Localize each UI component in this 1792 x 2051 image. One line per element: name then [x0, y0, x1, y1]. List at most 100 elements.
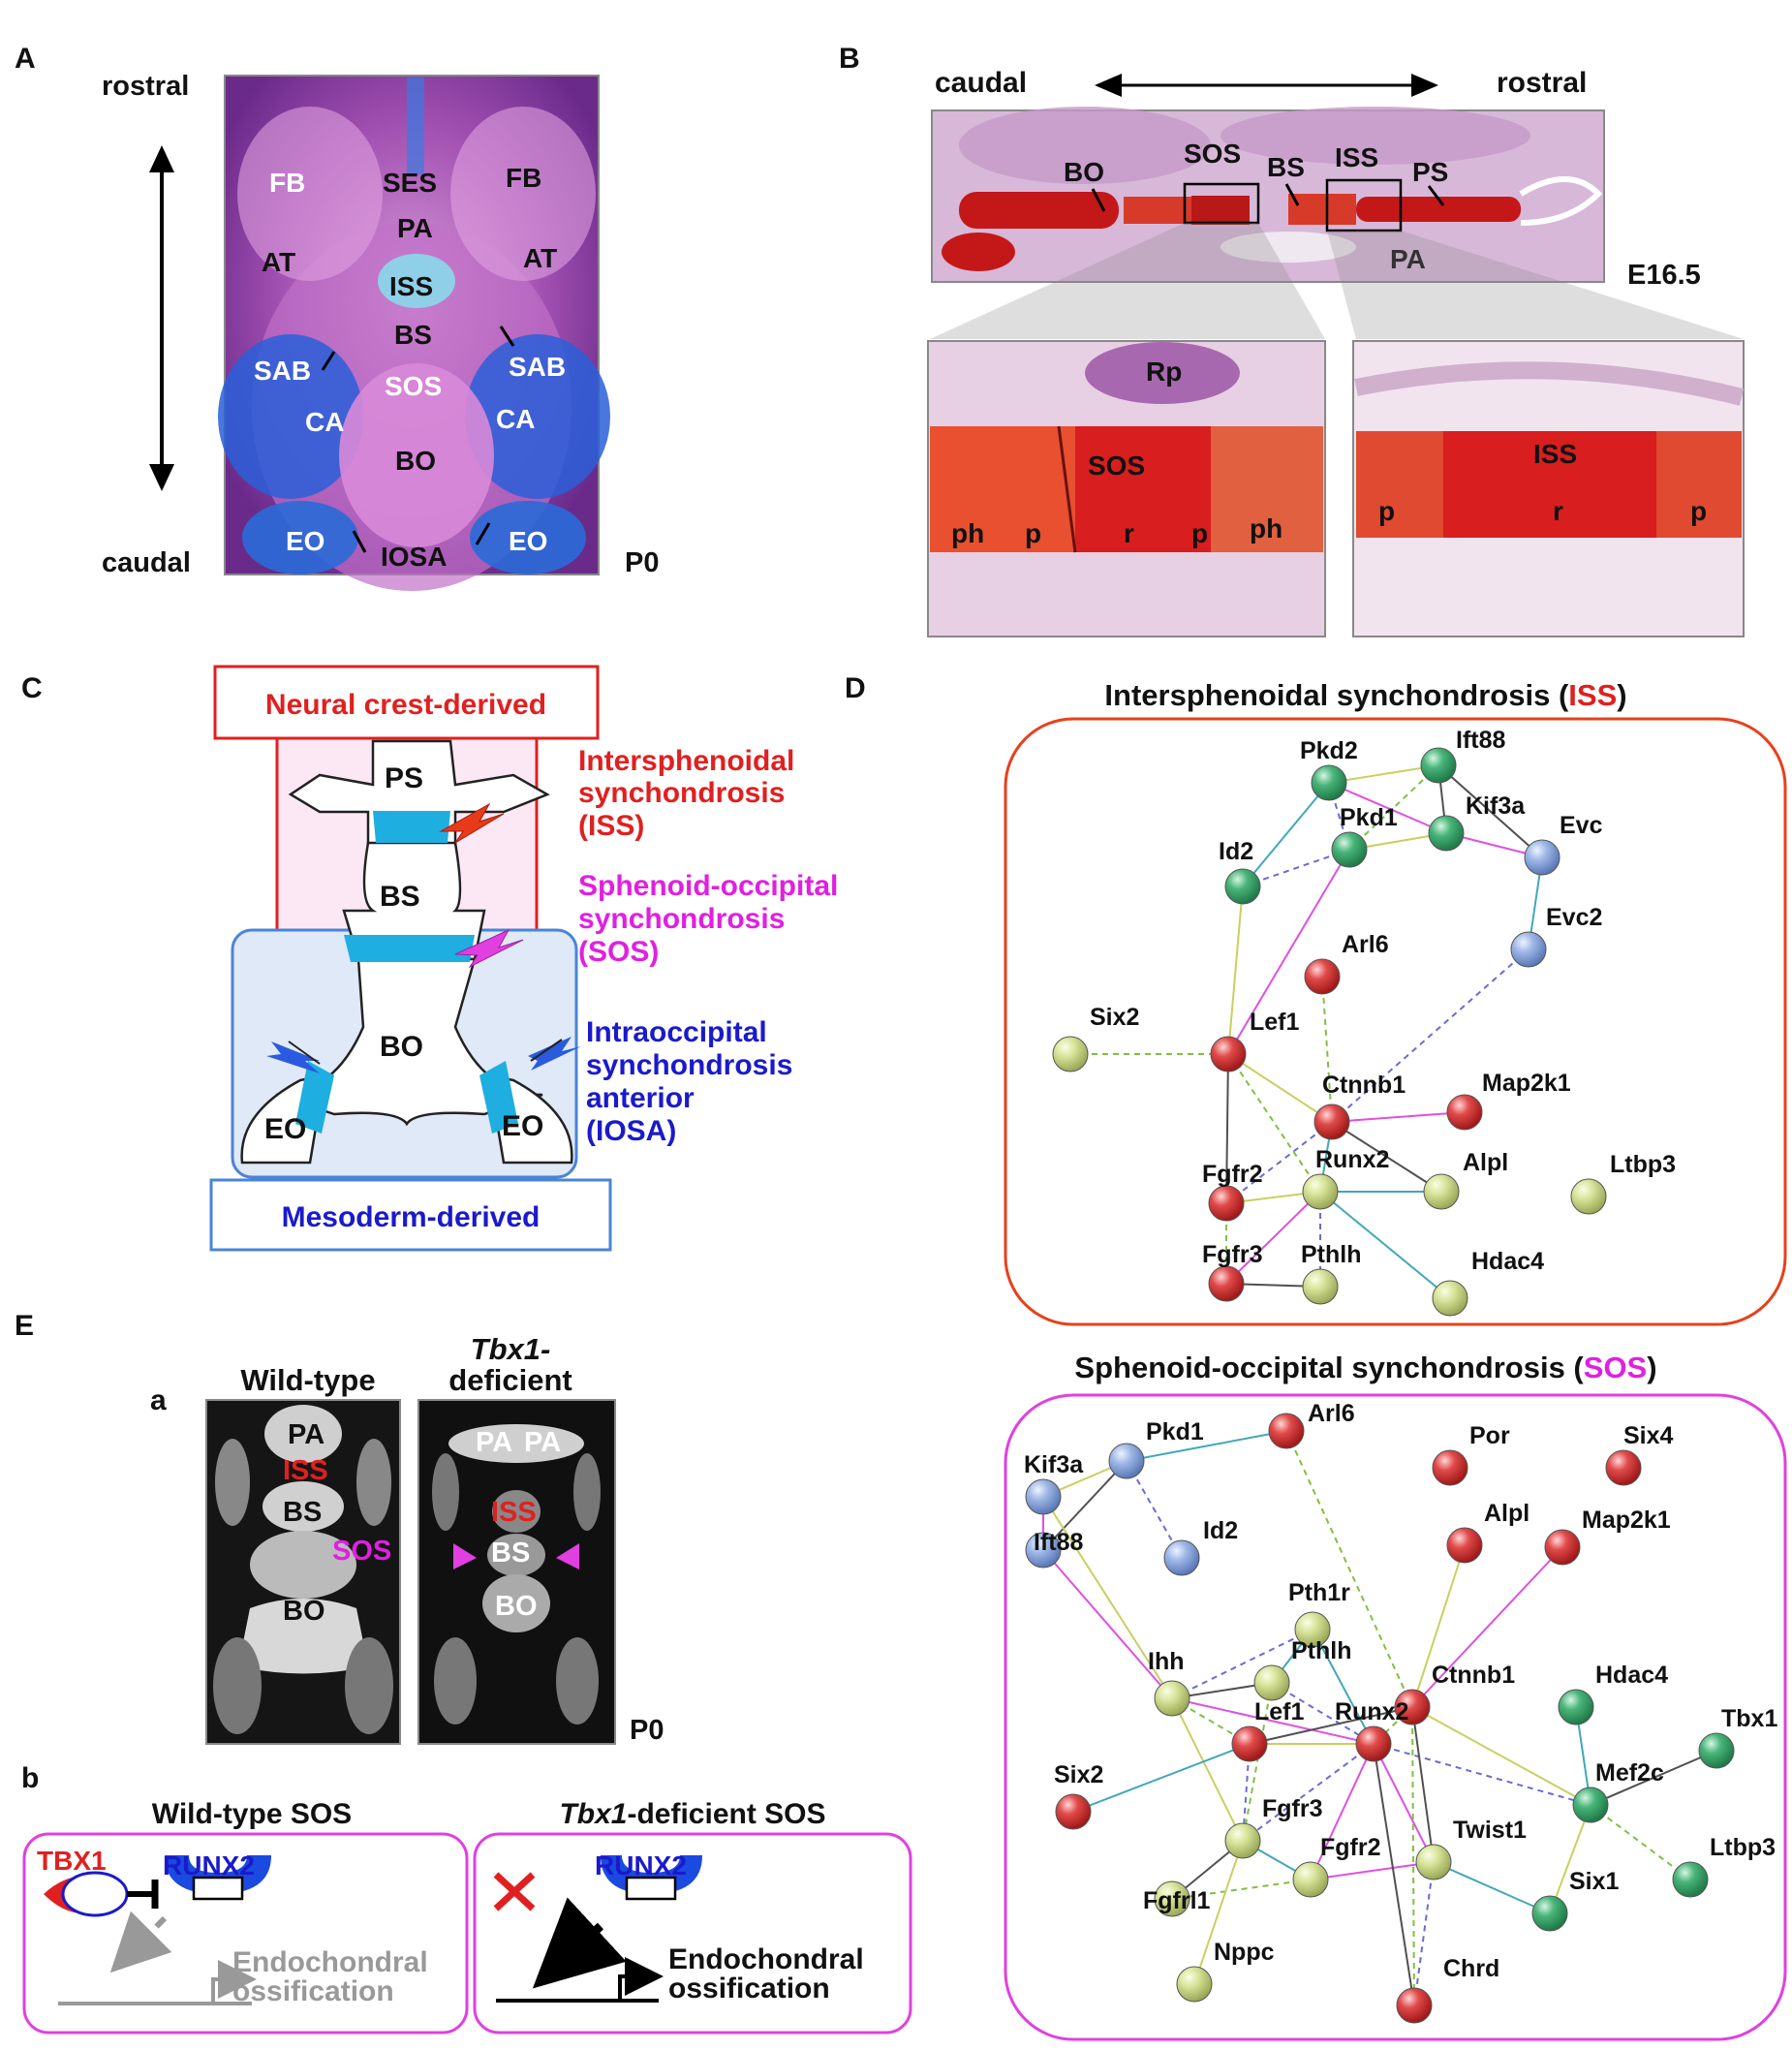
- svg-text:SAB: SAB: [509, 352, 566, 382]
- gene-node-evc2: [1510, 931, 1547, 968]
- svg-text:(IOSA): (IOSA): [586, 1115, 676, 1147]
- mesoderm-label: Mesoderm-derived: [282, 1201, 541, 1233]
- svg-text:ISS: ISS: [491, 1497, 537, 1528]
- gene-node-ift88: [1025, 1532, 1062, 1569]
- network-edge: [1590, 1750, 1717, 1806]
- inset-sos: [927, 340, 1326, 637]
- gene-node-evc: [1524, 839, 1560, 876]
- gene-label-runx2: Runx2: [1315, 1146, 1389, 1173]
- gene-label-ift88: Ift88: [1456, 727, 1506, 754]
- svg-text:PS: PS: [385, 762, 423, 794]
- synchondrosis-legend: Intersphenoidal synchondrosis (ISS) Sphe…: [578, 745, 838, 1147]
- gene-label-mef2c: Mef2c: [1595, 1759, 1664, 1787]
- svg-text:BO: BO: [495, 1591, 538, 1622]
- runx2-ko-label: RUNX2: [595, 1850, 687, 1880]
- gene-label-ctnnb1: Ctnnb1: [1432, 1662, 1515, 1689]
- gene-label-ihh: Ihh: [1148, 1648, 1185, 1675]
- network-edge: [1227, 886, 1244, 1055]
- gene-node-twist1: [1415, 1844, 1452, 1880]
- gene-label-twist1: Twist1: [1453, 1817, 1527, 1844]
- svg-text:IOSA: IOSA: [381, 542, 447, 572]
- iss-network-title: Intersphenoidal synchondrosis (ISS): [1104, 678, 1626, 712]
- network-edge: [1285, 1430, 1413, 1708]
- svg-text:BS: BS: [394, 320, 432, 350]
- network-edge: [1171, 1879, 1312, 1900]
- network-edge: [1411, 1706, 1435, 1863]
- gene-label-fgfr3: Fgfr3: [1262, 1795, 1323, 1822]
- gene-node-ctnnb1: [1313, 1103, 1350, 1140]
- wt-column-title: Wild-type: [240, 1363, 375, 1397]
- svg-text:Intersphenoidal: Intersphenoidal: [578, 745, 794, 777]
- gene-label-ctnnb1: Ctnnb1: [1322, 1072, 1406, 1099]
- rostral-label: rostral: [102, 71, 189, 102]
- gene-label-ltbp3: Ltbp3: [1710, 1834, 1776, 1861]
- network-edge: [1171, 1697, 1244, 1842]
- network-edge: [1242, 782, 1330, 887]
- zoom-cone-right: [1327, 231, 1744, 339]
- gene-node-id2: [1163, 1539, 1200, 1576]
- network-edge: [1373, 1743, 1435, 1863]
- gene-node-map2k1: [1446, 1094, 1483, 1131]
- tbx1-sos-schematic: [493, 1855, 702, 2003]
- gene-node-alpl: [1423, 1173, 1460, 1210]
- gene-label-ltbp3: Ltbp3: [1610, 1151, 1676, 1178]
- gene-node-por: [1432, 1449, 1468, 1486]
- svg-text:Rp: Rp: [1146, 357, 1182, 387]
- gene-node-ltbp3: [1570, 1178, 1607, 1215]
- network-edge: [1321, 976, 1333, 1123]
- svg-text:SAB: SAB: [254, 356, 311, 386]
- gene-label-pkd1: Pkd1: [1146, 1418, 1204, 1445]
- gene-node-pthlh: [1253, 1664, 1290, 1701]
- wt-sos-schematic: [44, 1855, 271, 2005]
- svg-text:BO: BO: [380, 1031, 423, 1063]
- gene-node-kif3a: [1428, 815, 1465, 852]
- gene-node-tbx1: [1698, 1732, 1735, 1769]
- network-edge: [1433, 1861, 1551, 1914]
- network-edge: [1411, 1546, 1563, 1708]
- gene-label-hdac4: Hdac4: [1595, 1662, 1668, 1689]
- network-edge: [1271, 1682, 1375, 1745]
- network-edge: [1328, 764, 1439, 784]
- sos-network-box: [1004, 1393, 1787, 2041]
- gene-label-map2k1: Map2k1: [1582, 1507, 1671, 1534]
- gene-label-alpl: Alpl: [1484, 1500, 1529, 1527]
- gene-label-pkd1: Pkd1: [1340, 804, 1398, 831]
- network-edge: [1411, 1706, 1415, 2006]
- gene-node-pthlh: [1302, 1268, 1339, 1305]
- zoom-cone-left: [930, 223, 1325, 339]
- svg-text:FB: FB: [269, 168, 305, 198]
- gene-label-six2: Six2: [1054, 1761, 1103, 1788]
- gene-node-alpl: [1446, 1527, 1483, 1564]
- panel-a-letter: A: [15, 43, 36, 75]
- panel-b-letter: B: [839, 43, 860, 75]
- svg-text:PA: PA: [1390, 244, 1426, 274]
- svg-text:(SOS): (SOS): [578, 936, 659, 968]
- endo-wt-2: ossification: [232, 1975, 394, 2007]
- gene-label-kif3a: Kif3a: [1466, 792, 1526, 820]
- svg-text:BS: BS: [283, 1497, 322, 1528]
- svg-text:r: r: [1553, 496, 1563, 526]
- network-edge: [1411, 1706, 1591, 1806]
- gene-label-kif3a: Kif3a: [1024, 1451, 1084, 1478]
- network-edge: [1331, 1111, 1466, 1123]
- svg-text:synchondrosis: synchondrosis: [586, 1049, 792, 1081]
- gene-label-chrd: Chrd: [1443, 1955, 1499, 1982]
- iss-network-box: [1004, 717, 1787, 1326]
- network-edge: [1310, 1861, 1435, 1880]
- network-edge: [1331, 948, 1529, 1123]
- skull-photo: [218, 75, 610, 591]
- network-edge: [1249, 1706, 1413, 1745]
- tbx1-column-title-2: deficient: [448, 1363, 572, 1397]
- network-edge: [1242, 849, 1350, 887]
- network-edge: [1225, 1191, 1321, 1285]
- svg-text:BO: BO: [1064, 157, 1104, 187]
- b-rostral-label: rostral: [1497, 67, 1587, 99]
- svg-text:ISS: ISS: [1335, 142, 1378, 172]
- inset-iss-labels: ISS p r p: [1378, 439, 1707, 526]
- svg-text:ISS: ISS: [389, 271, 433, 301]
- network-edge: [1331, 1121, 1442, 1193]
- svg-text:SOS: SOS: [332, 1536, 391, 1567]
- gene-node-ctnnb1: [1394, 1689, 1431, 1725]
- tbx1-ct-image: [417, 1399, 616, 1745]
